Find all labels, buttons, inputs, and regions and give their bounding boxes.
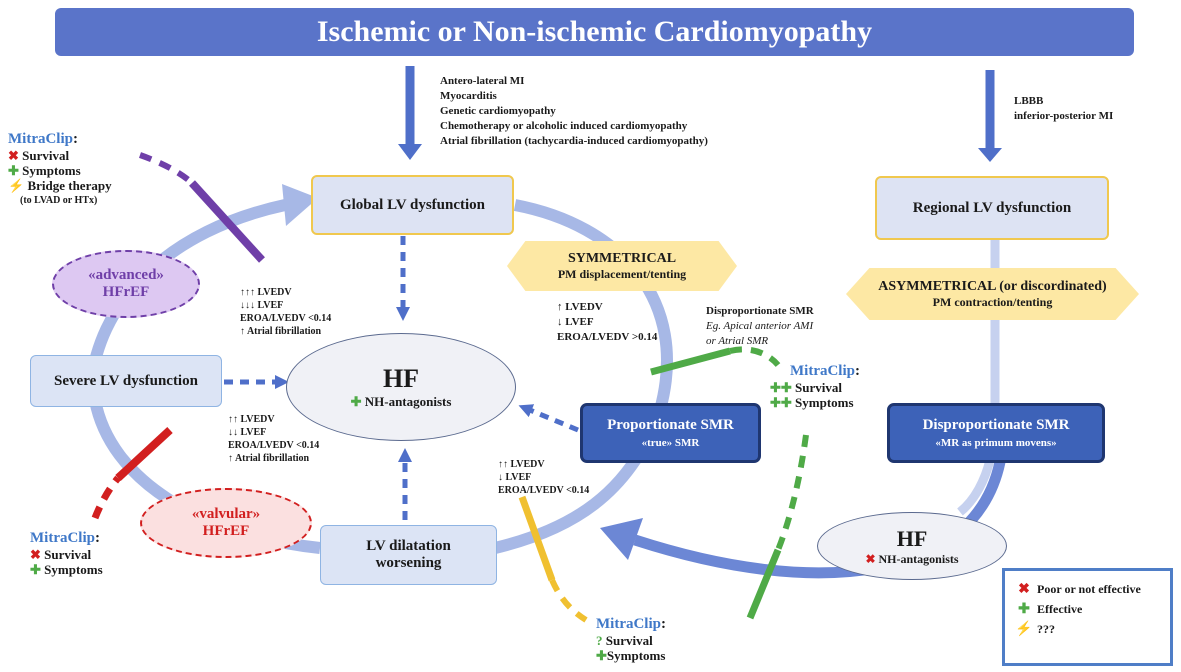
green-barrier-lower <box>746 548 782 620</box>
cross-icon: ✖ <box>30 547 41 562</box>
gold-barrier <box>518 495 556 582</box>
purple-dash <box>139 152 195 186</box>
asymmetrical-hexagon: ASYMMETRICAL (or discordinated) PM contr… <box>846 268 1139 320</box>
hf-center-ellipse: HF ✚ NH-antagonists <box>286 333 516 441</box>
lv-dilatation-box: LV dilatation worsening <box>320 525 497 585</box>
cross-icon: ✖ <box>865 551 876 566</box>
plus-icon: ✚✚ <box>770 395 792 410</box>
mitraclip-lower-left: MitraClip: ✖ Survival ✚ Symptoms <box>30 530 103 577</box>
params-lower-mid: ↑↑ LVEDV ↓ LVEF EROA/LVEDV <0.14 <box>498 459 590 496</box>
banner-arrowhead-right <box>978 148 1002 162</box>
regional-lv-dysfunction-box: Regional LV dysfunction <box>875 176 1109 240</box>
purple-barrier <box>189 180 265 263</box>
global-lv-dysfunction-box: Global LV dysfunction <box>311 175 514 235</box>
plus-icon: ✚ <box>1018 601 1030 617</box>
title-banner: Ischemic or Non-ischemic Cardiomyopathy <box>55 8 1134 56</box>
cross-icon: ✖ <box>8 148 19 163</box>
severe-lv-dysfunction-box: Severe LV dysfunction <box>30 355 222 407</box>
params-mid: ↑ LVEDV ↓ LVEF EROA/LVEDV >0.14 <box>557 301 658 343</box>
red-barrier <box>115 427 173 481</box>
legend-box: ✖Poor or not effective ✚Effective ⚡??? <box>1002 568 1173 666</box>
symmetrical-hexagon: SYMMETRICAL PM displacement/tenting <box>507 241 737 291</box>
global-causes-list: Antero-lateral MI Myocarditis Genetic ca… <box>440 75 708 147</box>
lightning-icon: ⚡ <box>1015 621 1033 637</box>
green-dash-lower <box>775 434 809 552</box>
gold-dash <box>549 578 588 623</box>
hf-right-ellipse: HF ✖ NH-antagonists <box>817 512 1007 580</box>
red-dash <box>91 475 121 520</box>
mitraclip-middle-right: MitraClip: ✚✚ Survival ✚✚ Symptoms <box>770 363 860 410</box>
banner-arrowhead-left <box>398 144 422 160</box>
plus-icon: ✚ <box>8 163 19 178</box>
proportionate-smr-box: Proportionate SMR «true» SMR <box>580 403 761 463</box>
cross-icon: ✖ <box>1018 581 1030 597</box>
lightning-icon: ⚡ <box>8 178 25 193</box>
plus-icon: ✚ <box>596 648 607 663</box>
plus-icon: ✚✚ <box>770 380 792 395</box>
params-upper-left: ↑↑↑ LVEDV ↓↓↓ LVEF EROA/LVEDV <0.14 ↑ At… <box>240 287 332 337</box>
cycle-arrowhead-top-left <box>282 184 318 226</box>
disproportionate-note: Disproportionate SMR Eg. Apical anterior… <box>706 305 814 347</box>
question-icon: ? <box>596 633 603 648</box>
dashed-arrow-proportionate-to-hf <box>518 404 579 433</box>
green-dash-upper <box>729 346 781 368</box>
green-barrier-upper <box>650 347 731 376</box>
advanced-hfref-ellipse: «advanced» HFrEF <box>52 250 200 318</box>
params-lower-left: ↑↑ LVEDV ↓↓ LVEF EROA/LVEDV <0.14 ↑ Atri… <box>228 414 320 464</box>
valvular-hfref-ellipse: «valvular» HFrEF <box>140 488 312 558</box>
plus-icon: ✚ <box>30 562 41 577</box>
regional-causes-list: LBBB inferior-posterior MI <box>1014 95 1114 122</box>
mitraclip-upper-left: MitraClip: ✖ Survival ✚ Symptoms ⚡ Bridg… <box>8 131 112 206</box>
disproportionate-smr-box: Disproportionate SMR «MR as primum moven… <box>887 403 1105 463</box>
mitraclip-bottom: MitraClip: ? Survival ✚Symptoms <box>596 616 666 663</box>
plus-icon: ✚ <box>350 394 362 409</box>
return-arrowhead <box>600 518 643 560</box>
